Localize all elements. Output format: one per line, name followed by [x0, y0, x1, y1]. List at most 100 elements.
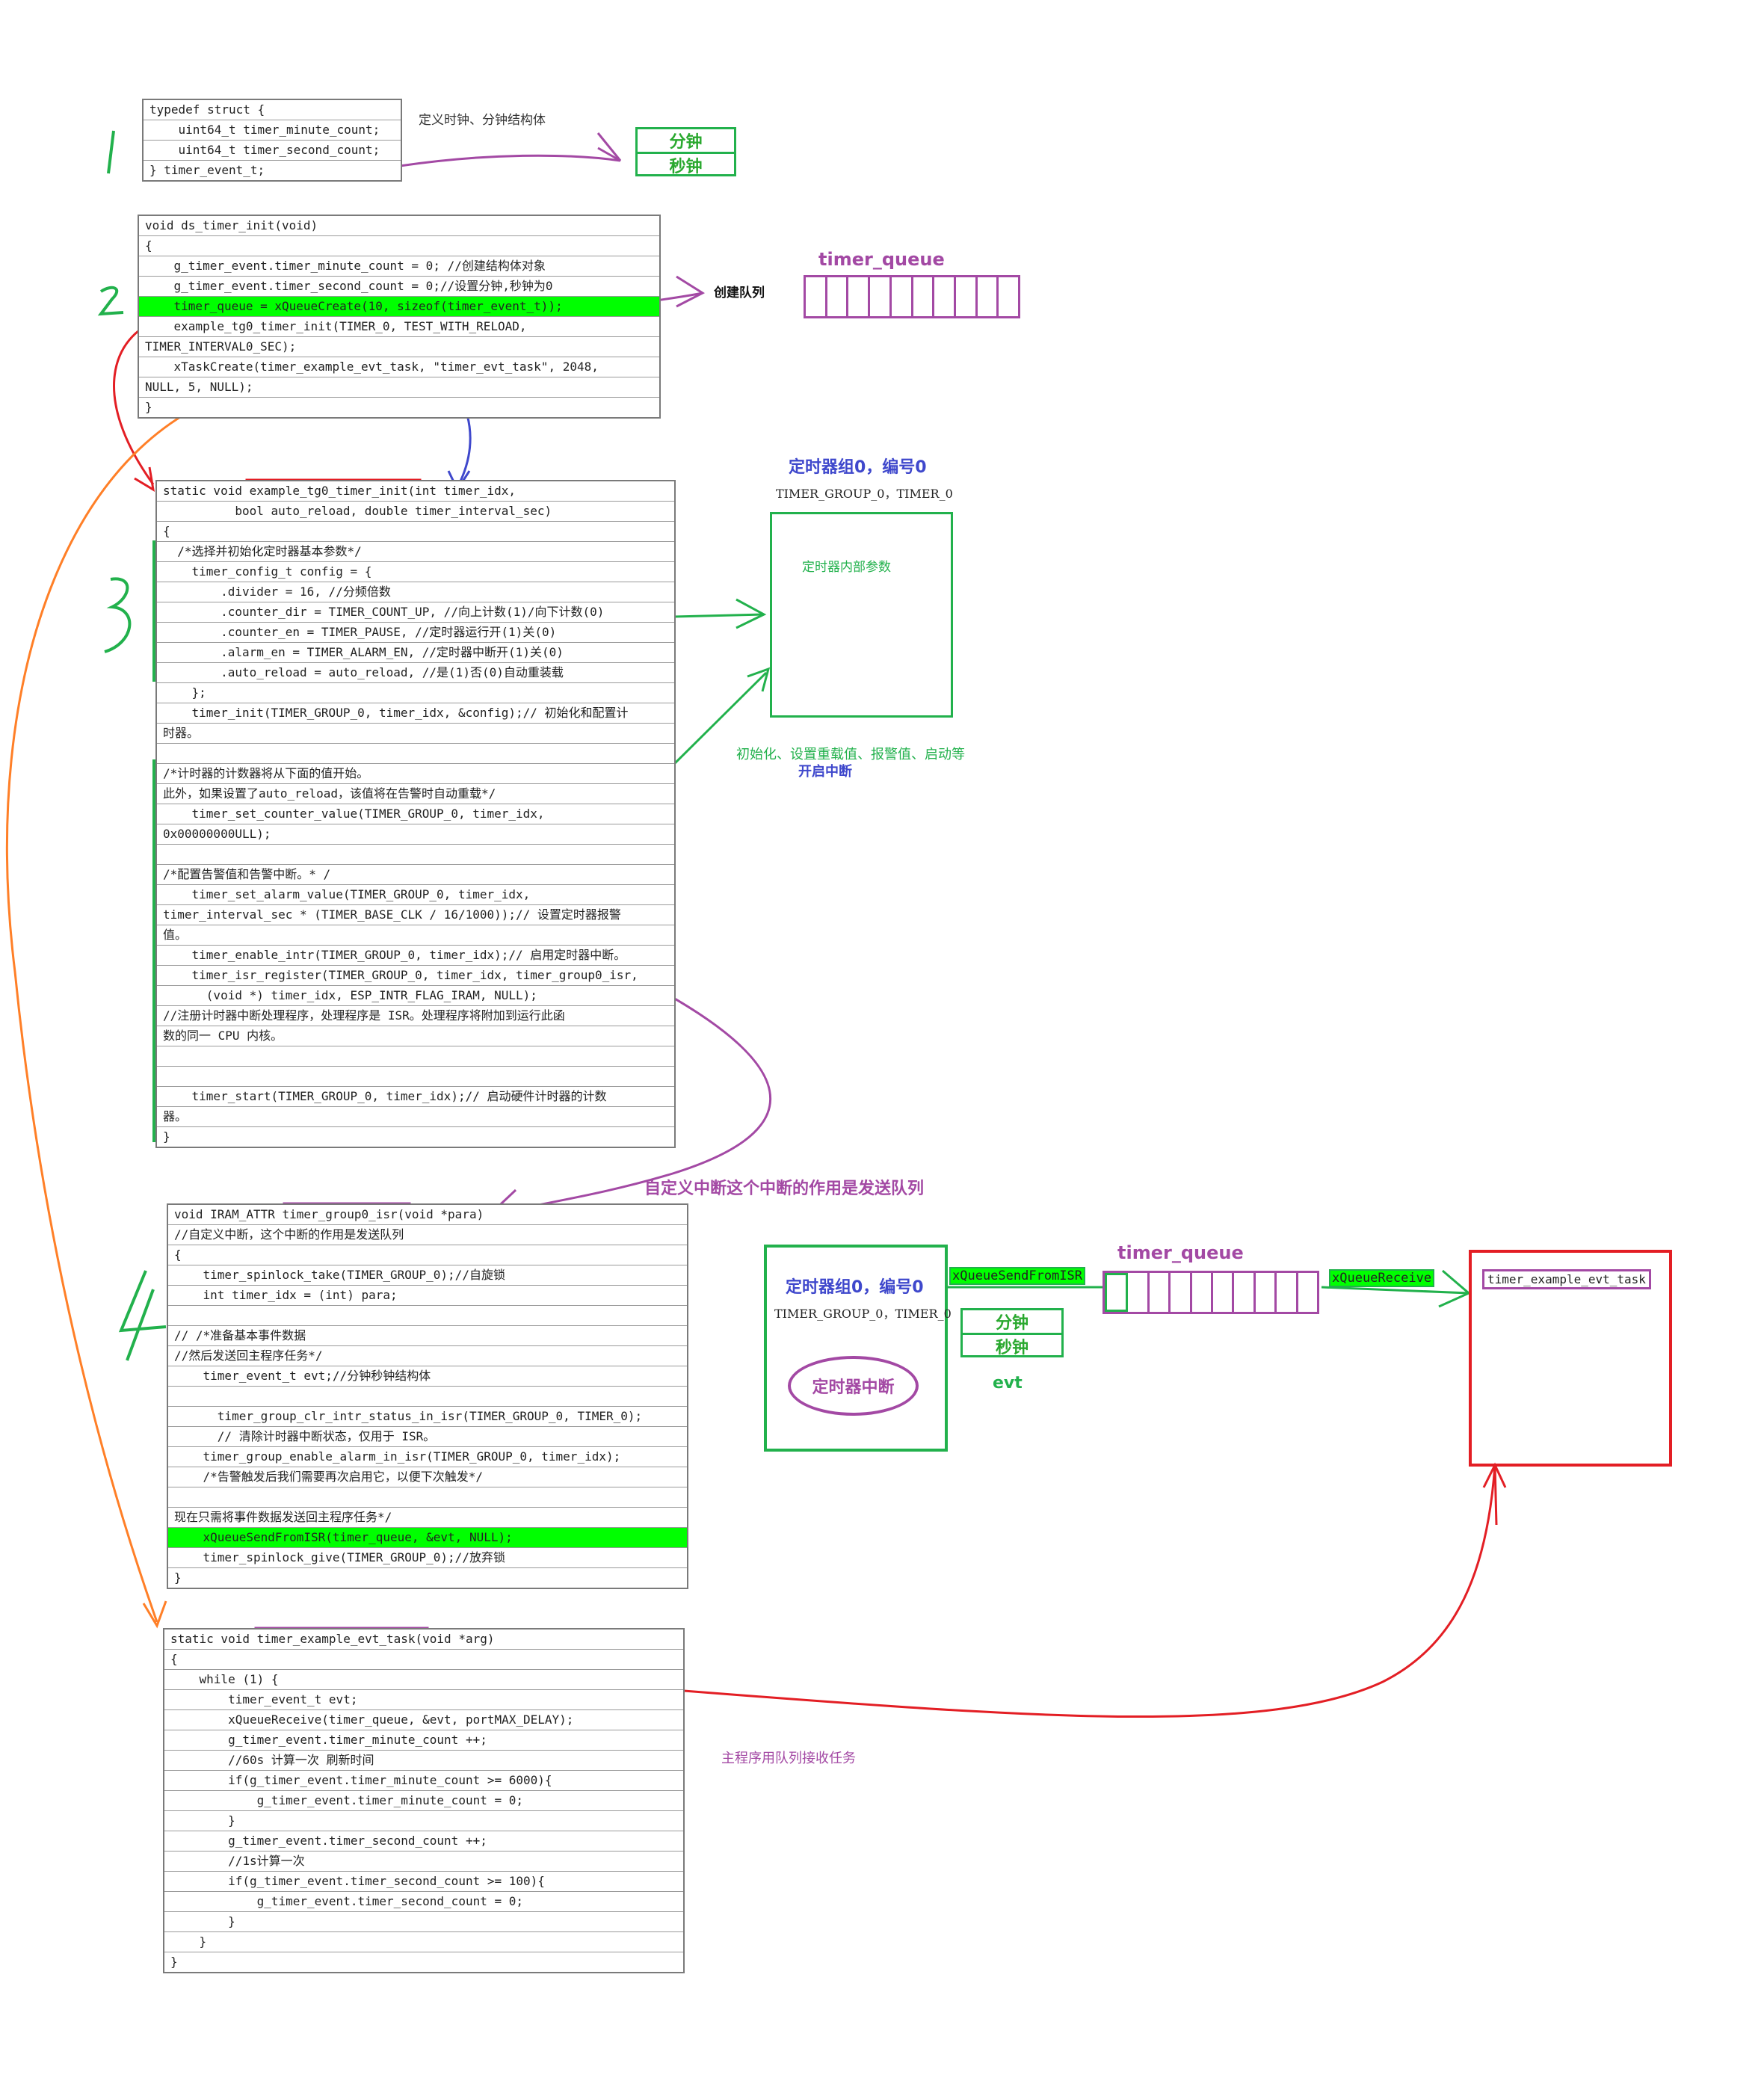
queue-slot — [1234, 1273, 1256, 1312]
queue-slot — [1277, 1273, 1298, 1312]
code-line: xQueueReceive(timer_queue, &evt, portMAX… — [164, 1710, 683, 1730]
code-line: // /*准备基本事件数据 — [168, 1326, 687, 1346]
timer-interrupt-ellipse: 定时器中断 — [788, 1356, 919, 1416]
red-upward-arrow — [1493, 1464, 1498, 1526]
code-line: bool auto_reload, double timer_interval_… — [157, 502, 674, 522]
code-line: uint64_t timer_minute_count; — [144, 120, 401, 141]
code-block-tg0-timer-init: static void example_tg0_timer_init(int t… — [155, 480, 676, 1148]
code-line: } — [164, 1811, 683, 1831]
code-line: // 清除计时器中断状态，仅用于 ISR。 — [168, 1427, 687, 1447]
init-arrow — [673, 671, 768, 765]
evt-label: evt — [993, 1374, 1023, 1393]
timer-params-box: 定时器内部参数 — [770, 512, 953, 718]
queue-to-task — [1321, 1286, 1470, 1295]
code-line: timer_event_t evt;//分钟秒钟结构体 — [168, 1366, 687, 1387]
queue-receive-label: xQueueReceive — [1329, 1269, 1435, 1287]
timer-group-runtime-box: 定时器组0，编号0 TIMER_GROUP_0，TIMER_0 定时器中断 — [764, 1245, 952, 1452]
code-line: g_timer_event.timer_minute_count = 0; //… — [139, 256, 659, 277]
code-line: { — [139, 236, 659, 256]
step-4-mark — [118, 1270, 167, 1361]
code-line: } timer_event_t; — [149, 163, 265, 177]
code-line: } — [164, 1932, 683, 1952]
code-line: 数的同一 CPU 内核。 — [157, 1026, 674, 1046]
evt-struct-diagram: 分钟 秒钟 — [960, 1308, 1064, 1357]
queue-slot — [848, 277, 871, 316]
code-line: TIMER_INTERVAL0_SEC); — [139, 337, 659, 357]
code-line: //60s 计算一次 刷新时间 — [164, 1751, 683, 1771]
code-line: timer_start(TIMER_GROUP_0, timer_idx);//… — [157, 1087, 674, 1107]
code-line — [168, 1487, 687, 1508]
timer-group-title: 定时器组0，编号0 — [789, 458, 927, 477]
timer-queue-2 — [1102, 1271, 1319, 1314]
code-line: /*计时器的计数器将从下面的值开始。 — [157, 764, 674, 784]
code-line — [168, 1387, 687, 1407]
code-line: /*配置告警值和告警中断。* / — [157, 865, 674, 885]
queue-slot — [892, 277, 913, 316]
timer-interrupt-label: 定时器中断 — [812, 1378, 895, 1397]
code-line: } — [145, 400, 152, 414]
code-line: .auto_reload = auto_reload, //是(1)否(0)自动… — [157, 663, 674, 683]
queue-slot — [1192, 1273, 1214, 1312]
code-line: timer_set_counter_value(TIMER_GROUP_0, t… — [157, 804, 674, 824]
timer-queue — [804, 275, 1020, 318]
code-line: static void example_tg0_timer_init(int t… — [157, 481, 674, 502]
code-line: timer_group_enable_alarm_in_isr(TIMER_GR… — [168, 1447, 687, 1467]
queue-slot — [978, 277, 999, 316]
task-return-arrow — [683, 1464, 1496, 1718]
minute-cell-2: 分钟 — [963, 1310, 1061, 1335]
code-line: void IRAM_ATTR timer_group0_isr(void *pa… — [168, 1205, 687, 1225]
code-line: 时器。 — [157, 724, 674, 744]
step-1-mark — [107, 130, 115, 174]
code-line: .alarm_en = TIMER_ALARM_EN, //定时器中断开(1)关… — [157, 643, 674, 663]
code-line — [157, 744, 674, 764]
code-line: timer_enable_intr(TIMER_GROUP_0, timer_i… — [157, 946, 674, 966]
minute-cell: 分钟 — [638, 129, 734, 154]
code-block-struct: typedef struct { uint64_t timer_minute_c… — [142, 99, 402, 182]
queue-slot — [1298, 1273, 1317, 1312]
code-line: timer_event_t evt; — [164, 1690, 683, 1710]
code-block-isr: void IRAM_ATTR timer_group0_isr(void *pa… — [167, 1203, 688, 1589]
code-line: typedef struct { — [144, 100, 401, 120]
code-line: g_timer_event.timer_second_count = 0;//设… — [139, 277, 659, 297]
code-line: static void timer_example_evt_task(void … — [164, 1630, 683, 1650]
code-line: g_timer_event.timer_second_count ++; — [164, 1831, 683, 1852]
code-line: timer_group_clr_intr_status_in_isr(TIMER… — [168, 1407, 687, 1427]
code-line: uint64_t timer_second_count; — [144, 141, 401, 161]
create-queue-label: 创建队列 — [714, 286, 765, 300]
queue-slot — [956, 277, 978, 316]
code-line: } — [170, 1955, 178, 1969]
code-line — [157, 1046, 674, 1067]
timer-group-subtitle: TIMER_GROUP_0，TIMER_0 — [776, 487, 953, 501]
code-line: g_timer_event.timer_second_count = 0; — [164, 1892, 683, 1912]
step-3-mark — [104, 577, 132, 653]
code-line: { — [164, 1650, 683, 1670]
code-line: timer_isr_register(TIMER_GROUP_0, timer_… — [157, 966, 674, 986]
main-task-box: timer_example_evt_task — [1469, 1250, 1672, 1467]
queue-slot — [827, 277, 849, 316]
code-line: if(g_timer_event.timer_minute_count >= 6… — [164, 1771, 683, 1791]
code-line — [157, 845, 674, 865]
queue-slot — [1256, 1273, 1277, 1312]
code-line — [157, 1067, 674, 1087]
send-from-isr-label: xQueueSendFromISR — [949, 1267, 1085, 1285]
init-desc-label: 初始化、设置重载值、报警值、启动等 — [736, 747, 965, 762]
code-line: example_tg0_timer_init(TIMER_0, TEST_WIT… — [139, 317, 659, 337]
code-line: timer_spinlock_take(TIMER_GROUP_0);//自旋锁 — [168, 1265, 687, 1286]
define-struct-label: 定义时钟、分钟结构体 — [419, 113, 546, 128]
code-line: { — [168, 1245, 687, 1265]
timer-queue-title-2: timer_queue — [1117, 1242, 1244, 1263]
code-line: 器。 — [157, 1107, 674, 1127]
evt-task-arrow — [6, 383, 264, 1623]
custom-isr-label: 自定义中断这个中断的作用是发送队列 — [644, 1180, 925, 1198]
task-name-label: timer_example_evt_task — [1482, 1269, 1651, 1289]
queue-slot-filled — [1105, 1273, 1129, 1312]
code-line: NULL, 5, NULL); — [139, 377, 659, 398]
queue-slot — [913, 277, 935, 316]
second-cell: 秒钟 — [669, 158, 703, 176]
code-line: timer_spinlock_give(TIMER_GROUP_0);//放弃锁 — [168, 1548, 687, 1568]
code-line: } — [164, 1912, 683, 1932]
queue-slot — [1171, 1273, 1192, 1312]
queue-slot — [934, 277, 956, 316]
main-receive-label: 主程序用队列接收任务 — [721, 1751, 856, 1766]
code-line: //1s计算一次 — [164, 1852, 683, 1872]
